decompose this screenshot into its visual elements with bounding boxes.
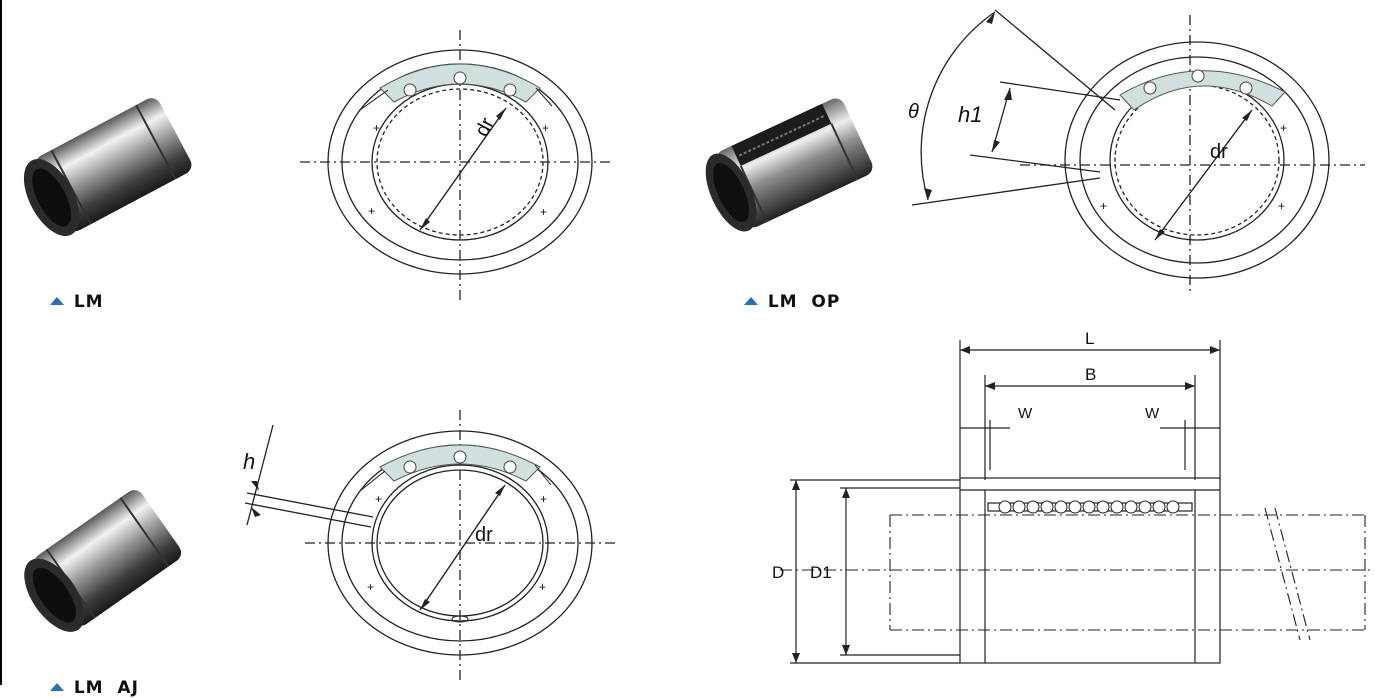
D-label: D <box>772 563 784 582</box>
caption-lm-aj: LM AJ <box>36 658 139 698</box>
svg-text:+: + <box>1278 199 1285 213</box>
L-label: L <box>1085 329 1094 348</box>
svg-text:+: + <box>540 492 547 506</box>
h1-label: h1 <box>958 102 982 127</box>
caption-lm-op-text: LM OP <box>767 292 841 312</box>
svg-text:+: + <box>368 204 375 218</box>
svg-text:+: + <box>375 492 382 506</box>
caption-lm: LM <box>36 272 104 312</box>
svg-text:+: + <box>540 205 547 219</box>
longitudinal-section-diagram: L B W W D D1 <box>772 329 1372 664</box>
D1-label: D1 <box>810 563 832 582</box>
dr-label: dr <box>475 524 493 546</box>
W-right-label: W <box>1145 405 1160 422</box>
svg-text:+: + <box>367 580 374 594</box>
lm-bearing-photo <box>23 98 192 237</box>
triangle-up-icon <box>49 297 64 305</box>
caption-lm-op: LM OP <box>730 272 840 312</box>
h-label: h <box>243 449 255 474</box>
B-label: B <box>1085 365 1096 384</box>
lm-aj-cross-section-diagram: h dr + + + + <box>243 410 615 683</box>
caption-lm-aj-text: LM AJ <box>73 678 139 698</box>
lm-cross-section-diagram: dr + + + + <box>300 30 610 300</box>
svg-text:+: + <box>373 121 380 135</box>
dr-label: dr <box>1210 141 1228 163</box>
lm-op-bearing-photo <box>705 98 873 232</box>
svg-text:+: + <box>1100 199 1107 213</box>
triangle-up-icon <box>743 297 758 305</box>
triangle-up-icon <box>49 683 64 691</box>
W-left-label: W <box>1018 405 1033 422</box>
dr-label: dr <box>471 114 499 140</box>
svg-text:+: + <box>539 580 546 594</box>
lm-aj-bearing-photo <box>24 490 182 632</box>
theta-label: θ <box>908 101 919 123</box>
lm-op-cross-section-diagram: θ h1 dr + + + <box>908 9 1365 295</box>
svg-text:+: + <box>542 121 549 135</box>
svg-text:+: + <box>1280 121 1287 135</box>
caption-lm-text: LM <box>73 292 104 312</box>
